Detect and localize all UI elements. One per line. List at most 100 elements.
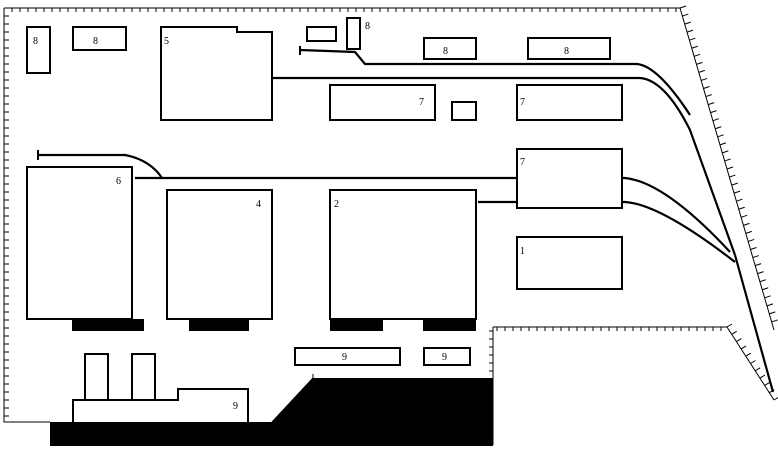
boundary-tick [726, 166, 734, 170]
boundary-tick [693, 53, 701, 57]
label-8-e: 8 [564, 46, 569, 57]
boundary-tick [750, 247, 757, 250]
building-1 [516, 236, 623, 290]
label-8-d: 8 [443, 46, 448, 57]
building-9-a [294, 347, 401, 366]
building-8-b [72, 26, 127, 51]
label-8-b: 8 [93, 36, 98, 47]
loading-docks [72, 319, 476, 331]
rail-tracks [38, 48, 775, 393]
dock-2-b [423, 319, 476, 331]
building-8-c [346, 17, 361, 50]
boundary-tick [752, 255, 760, 259]
boundary-tick [710, 110, 717, 114]
label-6: 6 [116, 176, 121, 187]
building-8-a [26, 26, 51, 74]
boundary-tick [769, 311, 776, 315]
boundary-tick [736, 338, 742, 343]
boundary-tick [738, 206, 745, 210]
label-9-c: 9 [233, 401, 238, 412]
boundary-tick [731, 330, 737, 335]
boundary-tick [717, 134, 724, 138]
rail-track-top [272, 76, 737, 256]
boundary-tick [759, 374, 766, 379]
boundary-tick [703, 86, 710, 89]
label-2: 2 [334, 199, 339, 210]
boundary-tick [759, 279, 767, 283]
boundary-tick [740, 345, 747, 350]
boundary-tick [705, 94, 713, 98]
buildings [26, 17, 623, 424]
boundary-tick [764, 381, 770, 386]
boundary-tick [766, 303, 774, 307]
boundary-tick [696, 61, 703, 65]
rail-track-east [733, 254, 775, 393]
boundary-tick [686, 29, 694, 33]
boundary-tick [773, 397, 778, 401]
building-labels: 8 8 5 8 8 8 7 7 7 6 4 2 1 9 9 9 [33, 21, 569, 412]
boundary-tick [698, 69, 705, 73]
building-2 [329, 189, 477, 320]
boundary-tick [689, 37, 696, 41]
label-1: 1 [520, 246, 525, 257]
stack-2 [131, 353, 156, 401]
label-4: 4 [256, 199, 261, 210]
rail-track-left-spur [38, 153, 163, 179]
rail-track-lower [478, 200, 736, 263]
label-9-b: 9 [442, 352, 447, 363]
building-8-e [527, 37, 611, 60]
boundary-tick [743, 222, 750, 226]
boundary-tick [719, 142, 727, 146]
boundary-tick [724, 158, 731, 162]
boundary-tick [700, 77, 708, 81]
boundary-tick [708, 102, 715, 106]
boundary-tick [745, 230, 752, 234]
quay-area [50, 378, 493, 446]
dock-4 [189, 319, 249, 331]
boundary-tick [762, 287, 769, 291]
rail-track-middle [135, 176, 731, 253]
building-9-b [423, 347, 471, 366]
label-7-b: 7 [520, 97, 525, 108]
boundary-tick [679, 5, 687, 9]
label-8-c: 8 [365, 21, 370, 32]
dock-2-a [330, 319, 383, 331]
label-5: 5 [164, 36, 169, 47]
boundary-tick [740, 214, 748, 218]
building-8-d [423, 37, 477, 60]
building-7-b [516, 84, 623, 121]
boundary-tick [722, 150, 729, 154]
boundary-tick [750, 360, 756, 364]
boundary-tick [726, 323, 733, 328]
boundary-tick [729, 174, 736, 178]
boundary-tick [745, 352, 752, 357]
boundary-tick [764, 295, 771, 299]
boundary-tick [684, 21, 691, 25]
boundary-tick [747, 238, 755, 242]
dock-6 [72, 319, 144, 331]
building-6 [26, 166, 133, 320]
boundary-tick [731, 182, 738, 186]
building-small-top [306, 26, 337, 42]
building-small-mid [451, 101, 477, 121]
boundary-tick [712, 118, 720, 122]
label-7-c: 7 [520, 157, 525, 168]
boundary-tick [755, 263, 762, 267]
boundary-tick [682, 13, 689, 17]
rail-track-upper-branch [299, 48, 691, 116]
label-9-a: 9 [342, 352, 347, 363]
boundary-tick [736, 198, 743, 202]
label-7-a: 7 [419, 97, 424, 108]
building-9-c [72, 388, 249, 424]
boundary-tick [715, 126, 722, 130]
stack-1 [84, 353, 109, 401]
building-5 [160, 26, 273, 121]
boundary-tick [771, 319, 778, 323]
boundary-tick [733, 190, 741, 194]
boundary-tick [691, 45, 698, 49]
building-7-c [516, 148, 623, 209]
label-8-a: 8 [33, 36, 38, 47]
building-7-a [329, 84, 436, 121]
boundary-tick [757, 271, 764, 275]
